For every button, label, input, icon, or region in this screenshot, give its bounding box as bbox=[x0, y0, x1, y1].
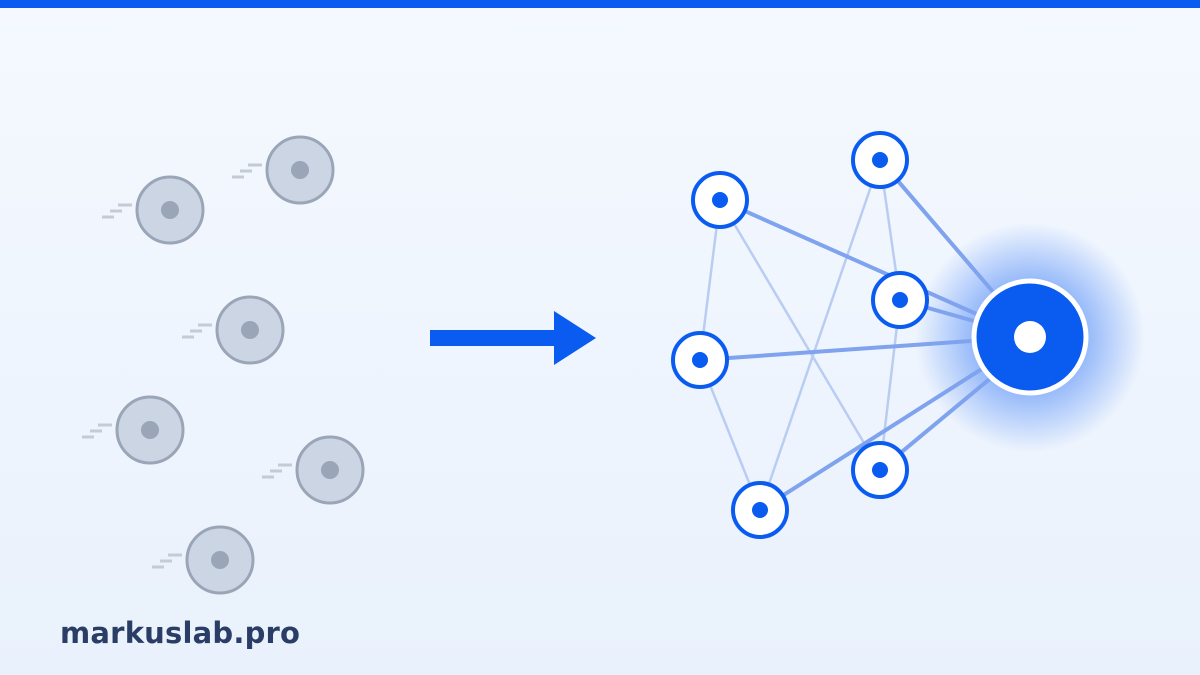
network-node-icon bbox=[851, 441, 909, 499]
network-node-icon bbox=[731, 481, 789, 539]
scattered-node-icon bbox=[182, 295, 285, 365]
brand-watermark: markuslab.pro bbox=[60, 616, 301, 650]
scattered-node-icon bbox=[82, 395, 185, 465]
scattered-node-icon bbox=[262, 435, 365, 505]
network-node-icon bbox=[871, 271, 929, 329]
network-node-icon bbox=[671, 331, 729, 389]
network-nodes bbox=[671, 131, 929, 539]
network-node-icon bbox=[691, 171, 749, 229]
network-node-icon bbox=[851, 131, 909, 189]
hub-node-icon bbox=[971, 278, 1089, 396]
network-links-to-hub bbox=[698, 158, 1002, 512]
right-arrow-icon bbox=[430, 311, 596, 365]
scattered-node-icon bbox=[152, 525, 255, 595]
top-accent-bar bbox=[0, 0, 1200, 8]
scattered-node-icon bbox=[102, 175, 205, 245]
scattered-nodes bbox=[82, 135, 365, 595]
scattered-node-icon bbox=[232, 135, 335, 205]
